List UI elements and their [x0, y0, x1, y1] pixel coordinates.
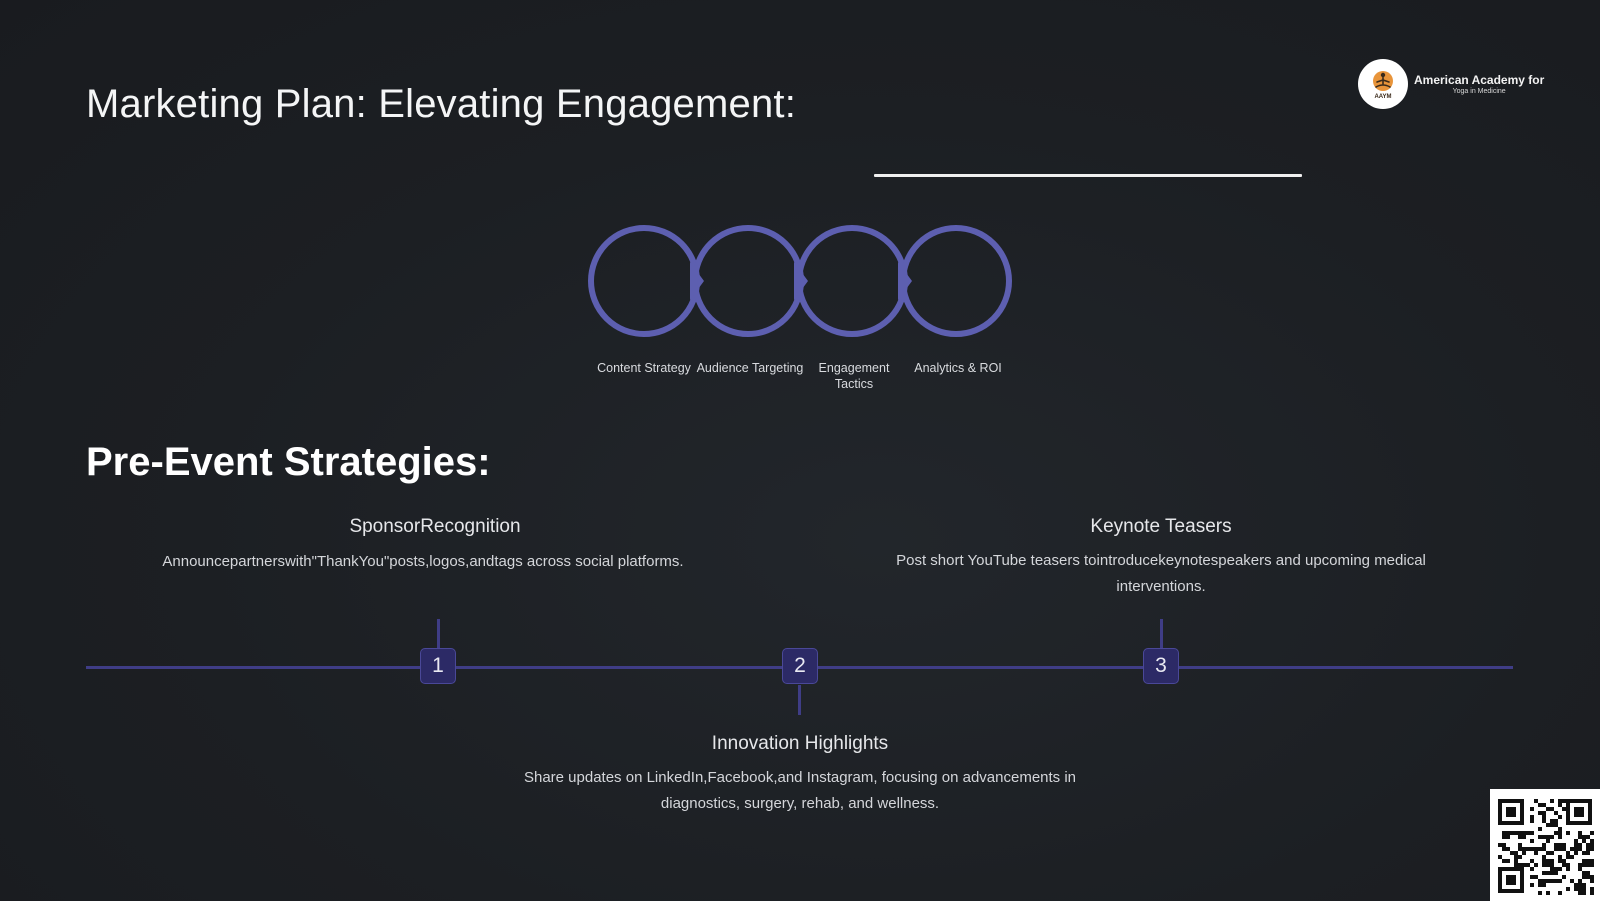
- cycle-circle-2: [692, 225, 804, 337]
- timeline-marker-1: 1: [420, 648, 456, 684]
- cycle-circle-1: [588, 225, 700, 337]
- timeline-marker-2: 2: [782, 648, 818, 684]
- logo-badge: AAYM: [1358, 59, 1408, 109]
- engagement-cycle-diagram: [588, 225, 1012, 337]
- slide-title: Marketing Plan: Elevating Engagement:: [86, 82, 797, 126]
- cycle-label-engagement-tactics: Engagement Tactics: [818, 361, 890, 391]
- cycle-label-content-strategy: Content Strategy: [597, 361, 691, 375]
- item-1-description: Announcepartnerswith"ThankYou"posts,logo…: [162, 553, 684, 570]
- logo-name-line2: Yoga in Medicine: [1452, 88, 1506, 95]
- item-2-description: Share updates on LinkedIn,Facebook,and I…: [523, 769, 1077, 812]
- meditating-figure-icon: AAYM: [1373, 71, 1393, 100]
- logo-text: American Academy for Yoga in Medicine: [1414, 73, 1544, 95]
- cycle-circle-4: [900, 225, 1012, 337]
- cycle-arrow-2: [794, 262, 808, 300]
- timeline-connector-3: [1160, 619, 1163, 649]
- cycle-arrow-1: [690, 262, 704, 300]
- title-underline-divider: [874, 174, 1302, 177]
- timeline-connector-2: [798, 685, 801, 715]
- item-2-title: Innovation Highlights: [711, 733, 889, 754]
- timeline-connector-1: [437, 619, 440, 649]
- timeline-marker-3: 3: [1143, 648, 1179, 684]
- item-3-description: Post short YouTube teasers tointroduceke…: [896, 552, 1426, 595]
- cycle-circle-3: [796, 225, 908, 337]
- cycle-arrow-3: [898, 262, 912, 300]
- section-heading: Pre-Event Strategies:: [86, 440, 491, 484]
- aaym-logo: AAYM American Academy for Yoga in Medici…: [1358, 58, 1544, 110]
- item-1-title: SponsorRecognition: [349, 516, 521, 537]
- item-3-title: Keynote Teasers: [1090, 516, 1232, 537]
- qr-code-icon: [1490, 789, 1600, 901]
- logo-name-line1: American Academy for: [1414, 73, 1545, 87]
- logo-badge-text: AAYM: [1374, 94, 1391, 100]
- cycle-label-audience-targeting: Audience Targeting: [696, 361, 804, 375]
- cycle-label-analytics-roi: Analytics & ROI: [914, 361, 1002, 375]
